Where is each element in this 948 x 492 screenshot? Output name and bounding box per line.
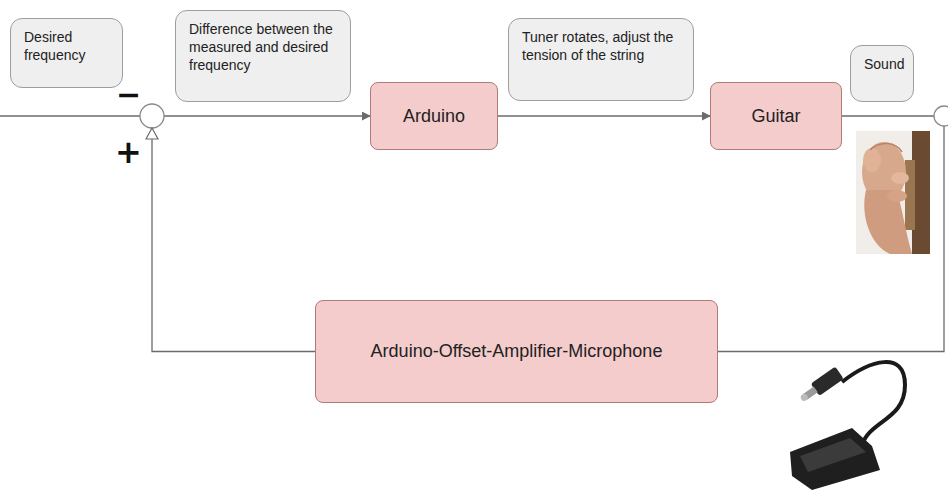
junction-arrowhead [146,128,158,139]
sign-label: − [116,80,141,110]
connector-line [498,115,710,116]
note-box: Difference between the measured and desi… [175,10,351,102]
clip-microphone-picture [790,362,905,490]
sign-label: + [115,136,142,168]
node-text: Arduino-Offset-Amplifier-Microphone [371,340,663,363]
note-box: Tuner rotates, adjust the tension of the… [508,18,694,101]
node-text: Tuner rotates, adjust the tension of the… [522,28,679,64]
note-box: Sound [850,45,914,102]
process-box: Arduino-Offset-Amplifier-Microphone [315,300,718,403]
node-text: Sound [864,55,899,73]
input-line [0,115,140,116]
process-box: Guitar [710,82,842,150]
node-text: Difference between the measured and desi… [189,20,336,75]
node-text: Guitar [751,105,800,128]
guitar-hand-photo [856,131,930,254]
node-text: Desired frequency [24,28,108,64]
connector-line [718,116,944,352]
output-junction [934,106,948,126]
summing-junction [140,104,164,128]
process-box: Arduino [370,82,498,150]
node-text: Arduino [403,105,465,128]
note-box: Desired frequency [10,18,123,88]
